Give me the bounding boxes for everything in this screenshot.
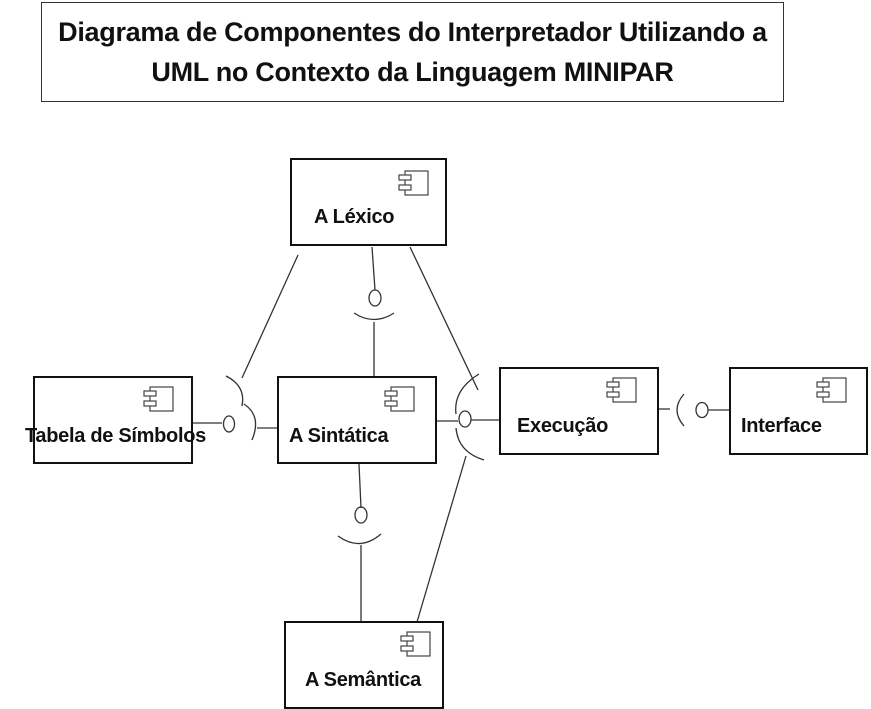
execucao-socket-lower-icon [455, 427, 485, 461]
component-sintatica: A Sintática [277, 376, 437, 464]
component-icon [606, 377, 637, 403]
component-label: A Sintática [289, 425, 389, 447]
diagram-title-box: Diagrama de Componentes do Interpretador… [41, 2, 784, 102]
interface-socket-icon [676, 393, 685, 427]
component-interface: Interface [729, 367, 868, 455]
tabela-lollipop-icon [222, 415, 236, 433]
component-tabela-de-simbolos: Tabela de Símbolos [25, 376, 206, 464]
tabela-socket-lower-icon [243, 403, 257, 441]
component-icon [398, 170, 429, 196]
execucao-lollipop-icon [458, 410, 472, 428]
component-label: Tabela de Símbolos [25, 425, 206, 447]
lexico-lollipop-stem [371, 246, 376, 291]
component-semantica: A Semântica [284, 621, 444, 709]
diagram-title-line-2: UML no Contexto da Linguagem MINIPAR [151, 57, 674, 87]
component-icon [400, 631, 431, 657]
component-execucao: Execução [499, 367, 659, 455]
component-label: A Semântica [305, 669, 422, 691]
lexico-tabela-connector [241, 254, 299, 379]
component-icon [816, 377, 847, 403]
component-label: A Léxico [314, 206, 395, 228]
component-label: Interface [741, 415, 822, 437]
diagram-title-line-1: Diagrama de Componentes do Interpretador… [58, 17, 767, 47]
sintatica-socket-icon [353, 312, 395, 321]
lexico-lollipop-icon [368, 289, 382, 307]
component-label: Execução [517, 415, 608, 437]
component-lexico: A Léxico [290, 158, 447, 246]
sintatica-lollipop-icon [354, 506, 368, 524]
semantica-socket-icon [337, 533, 382, 545]
interface-lollipop-icon [695, 401, 709, 419]
execucao-socket-upper-icon [455, 373, 480, 415]
component-icon [143, 386, 174, 412]
sintatica-lollipop-stem [358, 463, 362, 509]
lexico-execucao-connector [409, 246, 479, 391]
tabela-socket-icon [225, 375, 244, 407]
semantica-execucao-connector [416, 455, 467, 623]
component-icon [384, 386, 415, 412]
